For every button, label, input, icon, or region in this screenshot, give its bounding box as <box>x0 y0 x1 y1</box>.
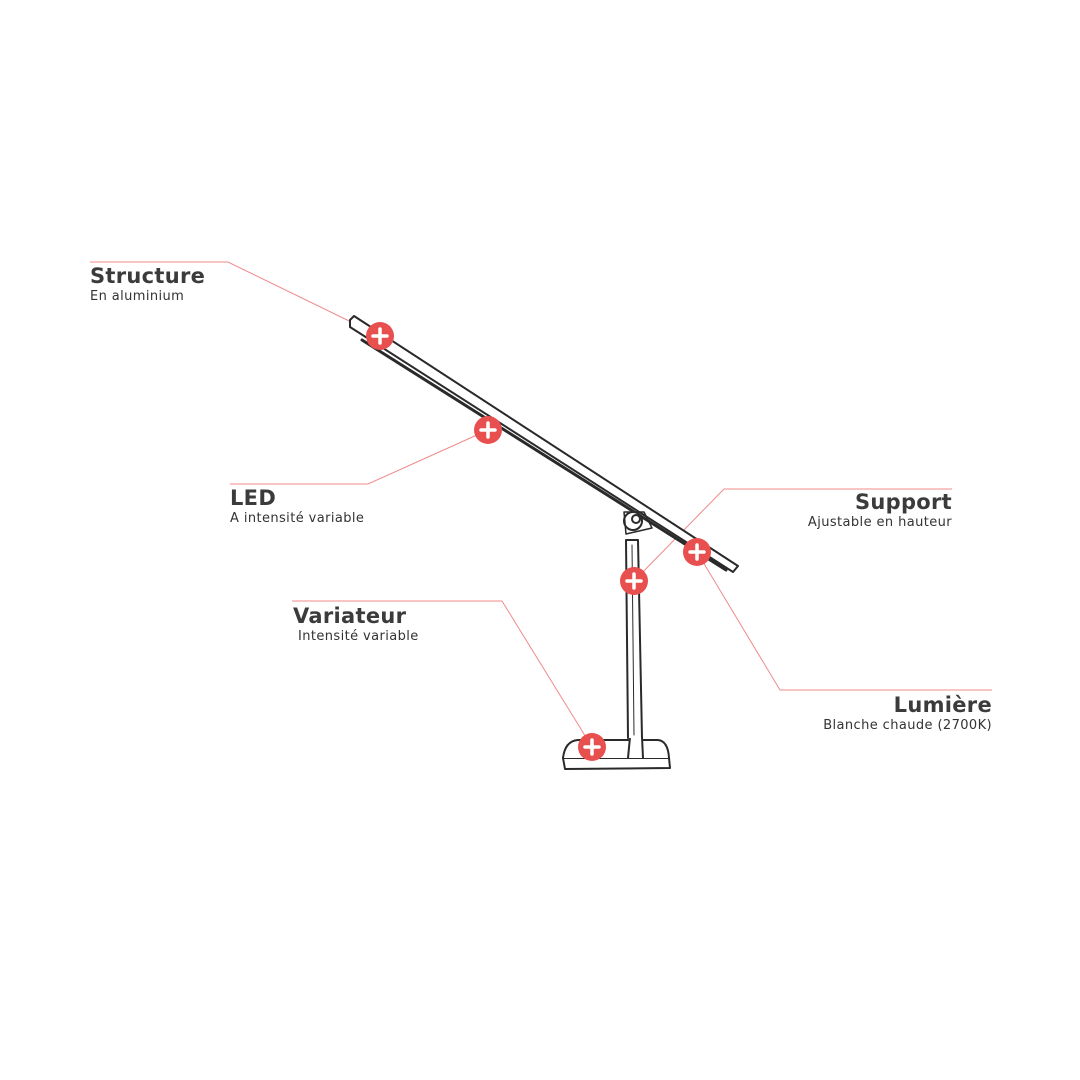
label-led-subtitle: A intensité variable <box>230 511 365 526</box>
plus-icon <box>688 543 706 561</box>
leader-line-structure <box>90 261 381 337</box>
label-variateur-subtitle: Intensité variable <box>298 629 419 644</box>
lamp-joint-pin <box>631 514 641 524</box>
leader-line-variateur <box>292 600 593 748</box>
label-structure-subtitle: En aluminium <box>90 289 185 304</box>
lamp-base <box>562 757 671 770</box>
plus-icon <box>625 572 643 590</box>
lamp-illustration <box>349 315 739 770</box>
label-lumiere-title: Lumière <box>893 693 992 717</box>
hotspot-variateur[interactable] <box>578 733 606 761</box>
lamp-base-holder <box>627 736 644 759</box>
lamp-joint-bracket <box>623 511 653 535</box>
plus-icon <box>371 327 389 345</box>
label-variateur-title: Variateur <box>293 604 407 628</box>
label-structure-title: Structure <box>90 264 206 288</box>
label-support-title: Support <box>854 490 952 514</box>
label-structure: Structure En aluminium <box>90 264 205 306</box>
label-lumiere-subtitle: Blanche chaude (2700K) <box>823 718 992 733</box>
label-led-title: LED <box>230 486 277 510</box>
hotspot-lumiere[interactable] <box>683 538 711 566</box>
leader-lines <box>90 261 992 748</box>
label-lumiere: Lumière Blanche chaude (2700K) <box>823 693 992 735</box>
label-led: LED A intensité variable <box>230 486 364 528</box>
leader-line-support <box>633 488 952 582</box>
lamp-arm-top-edge <box>353 315 739 567</box>
hotspots <box>366 322 711 761</box>
plus-icon <box>479 421 497 439</box>
lamp-arm-led-strip <box>360 338 728 572</box>
plus-icon <box>583 738 601 756</box>
leader-line-led <box>230 429 489 485</box>
label-variateur: Variateur Intensité variable <box>293 604 419 646</box>
hotspot-structure[interactable] <box>366 322 394 350</box>
hotspot-support[interactable] <box>620 567 648 595</box>
label-support: Support Ajustable en hauteur <box>808 490 952 532</box>
lamp-arm <box>349 315 739 573</box>
hotspot-led[interactable] <box>474 416 502 444</box>
leader-line-lumiere <box>696 551 992 691</box>
label-support-subtitle: Ajustable en hauteur <box>807 515 952 530</box>
